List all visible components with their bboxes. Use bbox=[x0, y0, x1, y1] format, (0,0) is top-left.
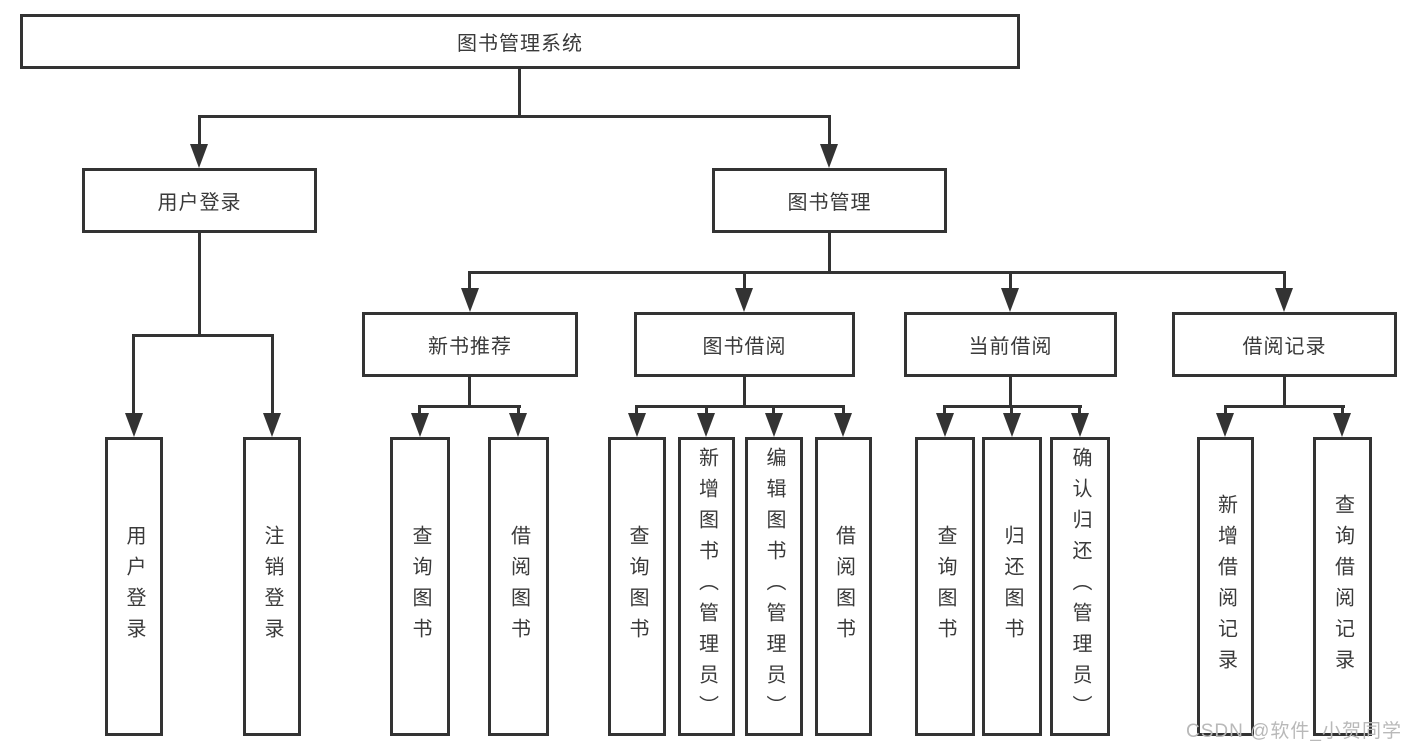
leaf-label: 归还图书 bbox=[1001, 524, 1023, 649]
node-book-borrow: 图书借阅 bbox=[634, 312, 855, 377]
leaf-return-book: 归还图书 bbox=[982, 437, 1042, 736]
connector-drop bbox=[772, 405, 775, 415]
connector-drop bbox=[1009, 271, 1012, 290]
connector-drop bbox=[271, 334, 274, 415]
connector-drop bbox=[943, 405, 946, 415]
connector-stem bbox=[468, 377, 471, 408]
connector-drop bbox=[743, 271, 746, 290]
arrowhead-down-icon bbox=[735, 288, 753, 312]
arrowhead-down-icon bbox=[461, 288, 479, 312]
node-label: 图书借阅 bbox=[702, 336, 787, 358]
arrowhead-down-icon bbox=[1071, 413, 1089, 437]
arrowhead-down-icon bbox=[697, 413, 715, 437]
connector-drop bbox=[1283, 271, 1286, 290]
leaf-edit-book-admin: 编辑图书（管理员） bbox=[745, 437, 803, 736]
connector-drop bbox=[1341, 405, 1344, 415]
leaf-label: 借阅图书 bbox=[507, 524, 530, 649]
leaf-query-book-borrow: 查询图书 bbox=[608, 437, 666, 736]
node-current-borrow: 当前借阅 bbox=[904, 312, 1117, 377]
connector-drop bbox=[1078, 405, 1081, 415]
leaf-add-book-admin: 新增图书（管理员） bbox=[678, 437, 735, 736]
node-label: 新书推荐 bbox=[428, 336, 512, 358]
arrowhead-down-icon bbox=[1216, 413, 1234, 437]
connector-drop bbox=[418, 405, 421, 415]
arrowhead-down-icon bbox=[936, 413, 954, 437]
connector-level3-rail bbox=[468, 271, 1286, 274]
leaf-label: 查询借阅记录 bbox=[1331, 493, 1354, 680]
leaf-borrow-book-recommend: 借阅图书 bbox=[488, 437, 549, 736]
connector-stem bbox=[1009, 377, 1012, 408]
connector-drop bbox=[635, 405, 638, 415]
connector-drop bbox=[828, 115, 831, 146]
arrowhead-down-icon bbox=[1275, 288, 1293, 312]
connector-drop bbox=[842, 405, 845, 415]
connector-drop bbox=[198, 115, 201, 146]
connector-drop bbox=[468, 271, 471, 290]
leaf-borrow-book: 借阅图书 bbox=[815, 437, 872, 736]
node-label: 借阅记录 bbox=[1242, 336, 1327, 358]
leaf-add-borrow-record: 新增借阅记录 bbox=[1197, 437, 1254, 736]
connector-level2-rail bbox=[198, 115, 831, 118]
connector-stem bbox=[1283, 377, 1286, 408]
leaf-confirm-return-admin: 确认归还（管理员） bbox=[1050, 437, 1110, 736]
node-library-system: 图书管理系统 bbox=[20, 14, 1020, 69]
node-label: 图书管理系统 bbox=[457, 33, 583, 55]
leaf-label: 借阅图书 bbox=[832, 524, 855, 649]
arrowhead-down-icon bbox=[1001, 288, 1019, 312]
arrowhead-down-icon bbox=[411, 413, 429, 437]
connector-stem bbox=[743, 377, 746, 408]
arrowhead-down-icon bbox=[834, 413, 852, 437]
leaf-label: 编辑图书（管理员） bbox=[763, 447, 785, 726]
leaf-logout-login: 注销登录 bbox=[243, 437, 301, 736]
connector-drop bbox=[1010, 405, 1013, 415]
connector-stem bbox=[198, 233, 201, 337]
arrowhead-down-icon bbox=[1003, 413, 1021, 437]
leaf-query-book-recommend: 查询图书 bbox=[390, 437, 450, 736]
node-user-login: 用户登录 bbox=[82, 168, 317, 233]
node-label: 用户登录 bbox=[157, 192, 242, 214]
connector-drop bbox=[517, 405, 520, 415]
node-label: 当前借阅 bbox=[968, 336, 1053, 358]
node-label: 图书管理 bbox=[787, 192, 872, 214]
connector-drop bbox=[1224, 405, 1227, 415]
leaf-label: 用户登录 bbox=[123, 524, 145, 649]
leaf-query-borrow-record: 查询借阅记录 bbox=[1313, 437, 1372, 736]
leaf-label: 注销登录 bbox=[261, 524, 283, 649]
watermark: CSDN @软件_小贺同学 bbox=[1186, 721, 1402, 742]
arrowhead-down-icon bbox=[263, 413, 281, 437]
leaf-user-login: 用户登录 bbox=[105, 437, 163, 736]
arrowhead-down-icon bbox=[509, 413, 527, 437]
leaf-query-book-current: 查询图书 bbox=[915, 437, 975, 736]
connector-drop bbox=[132, 334, 135, 415]
arrowhead-down-icon bbox=[190, 144, 208, 168]
connector-root-stem bbox=[518, 69, 521, 118]
arrowhead-down-icon bbox=[1333, 413, 1351, 437]
node-borrow-records: 借阅记录 bbox=[1172, 312, 1397, 377]
arrowhead-down-icon bbox=[125, 413, 143, 437]
node-book-management: 图书管理 bbox=[712, 168, 947, 233]
leaf-label: 查询图书 bbox=[409, 524, 431, 649]
leaf-label: 新增图书（管理员） bbox=[695, 447, 718, 726]
connector-stem bbox=[828, 233, 831, 274]
connector-rail bbox=[635, 405, 845, 408]
leaf-label: 查询图书 bbox=[934, 524, 956, 649]
arrowhead-down-icon bbox=[628, 413, 646, 437]
leaf-label: 新增借阅记录 bbox=[1214, 493, 1237, 680]
connector-rail bbox=[418, 405, 521, 408]
arrowhead-down-icon bbox=[765, 413, 783, 437]
arrowhead-down-icon bbox=[820, 144, 838, 168]
node-new-book-recommend: 新书推荐 bbox=[362, 312, 578, 377]
connector-drop bbox=[705, 405, 708, 415]
connector-rail bbox=[132, 334, 274, 337]
connector-rail bbox=[1224, 405, 1345, 408]
leaf-label: 查询图书 bbox=[626, 524, 648, 649]
leaf-label: 确认归还（管理员） bbox=[1069, 447, 1091, 726]
